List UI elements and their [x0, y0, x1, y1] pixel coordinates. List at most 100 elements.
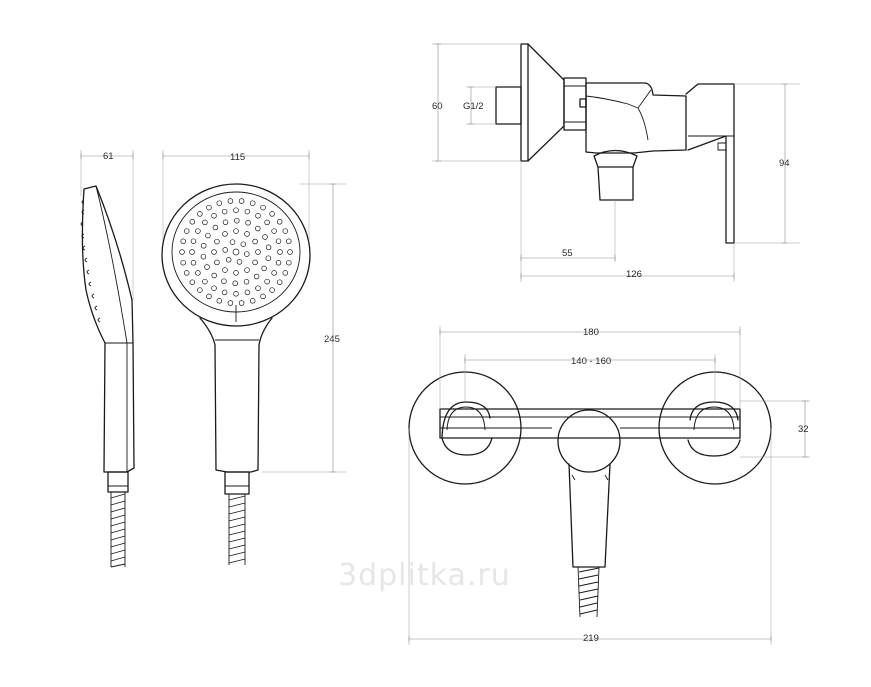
nozzle [205, 232, 211, 239]
nozzle [261, 265, 267, 272]
nozzle [236, 259, 243, 265]
dim-mixer-depth: 126 [626, 269, 642, 280]
nozzle [227, 300, 234, 306]
nozzle [211, 285, 217, 291]
nozzle [244, 231, 250, 237]
nozzle [211, 249, 217, 255]
nozzle [240, 241, 247, 247]
nozzle [222, 247, 228, 253]
nozzle [233, 270, 239, 276]
nozzle [252, 238, 258, 245]
nozzle [204, 264, 210, 270]
nozzle [195, 228, 201, 234]
nozzle [255, 225, 261, 232]
nozzle [245, 220, 251, 226]
nozzle [244, 267, 250, 273]
nozzle [190, 238, 197, 244]
nozzle [269, 211, 275, 217]
nozzle [233, 228, 239, 234]
nozzle [229, 239, 236, 245]
nozzle [221, 208, 228, 215]
nozzle [287, 249, 293, 255]
nozzle [212, 224, 219, 231]
nozzle [222, 219, 229, 226]
dim-handshower-side-width: 61 [103, 151, 114, 162]
nozzle [264, 278, 270, 285]
nozzle [214, 238, 220, 245]
nozzle [282, 228, 289, 234]
nozzle [271, 270, 277, 276]
dim-centers: 140 - 160 [571, 356, 611, 367]
dim-body-width: 180 [583, 327, 599, 338]
nozzle [206, 204, 212, 211]
nozzle [189, 249, 195, 255]
nozzle [232, 248, 240, 256]
nozzle [202, 219, 208, 226]
mixer-side-view [432, 43, 800, 282]
nozzle [276, 219, 283, 225]
nozzle [233, 207, 239, 213]
dim-total-width: 219 [583, 633, 599, 644]
nozzle [271, 228, 277, 234]
nozzle [255, 213, 261, 219]
nozzle [255, 249, 261, 255]
nozzle [233, 291, 239, 297]
watermark: 3dplitka.ru [338, 558, 511, 593]
nozzle [195, 270, 201, 276]
nozzle [262, 234, 268, 240]
dim-handshower-head-diameter: 115 [230, 152, 245, 163]
nozzle [286, 238, 292, 245]
nozzle [260, 293, 266, 300]
dim-mixer-side-height: 60 [432, 101, 443, 112]
nozzle [282, 270, 289, 276]
nozzle [202, 278, 208, 285]
nozzle [211, 213, 217, 219]
dim-body-height: 32 [798, 424, 809, 435]
nozzle [214, 259, 220, 266]
nozzle [244, 289, 251, 296]
nozzle [244, 208, 251, 215]
nozzle [275, 260, 282, 266]
nozzle [216, 298, 223, 304]
nozzle [216, 200, 223, 206]
handshower-side-view [80, 150, 135, 568]
nozzle [232, 280, 238, 287]
nozzle [252, 259, 258, 266]
handshower-front-view [161, 150, 346, 565]
nozzle [253, 273, 260, 280]
nozzle [222, 231, 228, 237]
nozzle [225, 257, 232, 263]
nozzle [244, 251, 250, 257]
nozzle [190, 260, 197, 266]
dim-outlet-offset: 55 [562, 248, 573, 259]
nozzle [221, 289, 228, 296]
nozzle [249, 298, 256, 304]
nozzle [255, 285, 261, 291]
nozzle [227, 198, 234, 204]
nozzle [197, 287, 203, 293]
spray-nozzles [179, 198, 293, 306]
nozzle [264, 219, 270, 226]
nozzle [222, 267, 228, 273]
nozzle [180, 238, 186, 245]
nozzle [200, 253, 207, 260]
dim-thread-size: G1/2 [463, 101, 484, 112]
nozzle [180, 259, 186, 266]
nozzle [269, 287, 275, 293]
nozzle [265, 255, 272, 261]
nozzle [197, 211, 203, 217]
nozzle [183, 270, 190, 276]
nozzle [200, 243, 207, 249]
nozzle [238, 198, 245, 204]
nozzle [249, 200, 256, 206]
nozzle [221, 278, 227, 284]
nozzle [211, 272, 217, 279]
nozzle [189, 219, 196, 225]
nozzle [276, 279, 283, 285]
dim-handshower-length: 245 [324, 334, 340, 345]
nozzle [243, 278, 250, 285]
mixer-front-view [408, 326, 810, 645]
nozzle [260, 204, 266, 211]
nozzle [275, 238, 282, 244]
